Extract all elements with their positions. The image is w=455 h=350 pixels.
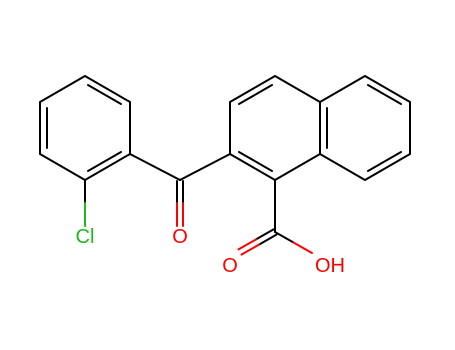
bond-naph-c3-c4-inner [238, 84, 273, 105]
carboxylic-acid-group [237, 179, 313, 256]
bond-naph-c4-c4a [274, 75, 321, 103]
bond-acid-double-b-oxygen-half [240, 243, 260, 256]
naphthalene-ring-left [229, 75, 321, 181]
bond-naph-c7-c8 [364, 153, 411, 181]
bond-chlorophenyl-6 [39, 75, 86, 103]
bond-acid-double-a-carbon-half [255, 228, 275, 241]
chlorophenyl-ring [39, 75, 131, 181]
bond-acid-oh-oxygen-half [292, 241, 313, 254]
atom-label-chlorine: Cl [76, 226, 95, 248]
bond-naph-c4a-c5 [319, 75, 366, 103]
bond-acid-double-b-carbon-half [258, 233, 278, 246]
bond-chlorophenyl-inner-2 [87, 151, 122, 172]
bond-naph-c5-c6 [364, 75, 411, 103]
bond-naph-c3-c4 [229, 75, 276, 103]
bond-chlorophenyl-1 [84, 75, 131, 103]
bond-chlorophenyl-3 [84, 153, 131, 181]
ketone-group [129, 153, 231, 227]
bond-acid-double-a-oxygen-half [237, 238, 257, 251]
bond-naph-c7-c8-inner [367, 151, 402, 172]
bond-carbonyl-to-naphthalene [179, 153, 231, 181]
bond-naph-c5-c6-inner [367, 84, 402, 105]
bond-chlorophenyl-4 [39, 153, 86, 181]
bond-naph-c1-c2-inner [238, 151, 273, 172]
bond-naph-c1-c2 [229, 153, 276, 181]
atom-label-ketone-oxygen: O [172, 226, 188, 248]
bond-chlorophenyl-inner-1 [87, 84, 122, 105]
bond-naph-c8a-c1 [274, 153, 321, 181]
bond-acid-oh-carbon-half [274, 231, 295, 244]
atom-label-acid-carbonyl-oxygen: O [222, 255, 238, 277]
bond-naph-c8-c8a [319, 153, 366, 181]
naphthalene-ring-right [319, 75, 411, 181]
atom-label-hydroxyl: OH [315, 255, 345, 277]
bond-phenyl-to-carbonyl [129, 153, 181, 181]
